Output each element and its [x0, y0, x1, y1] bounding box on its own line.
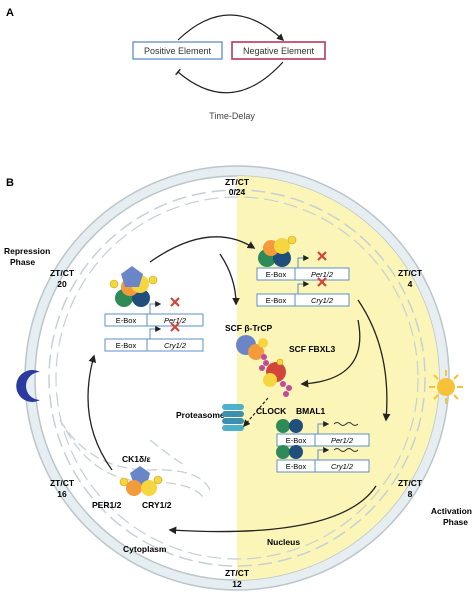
- phospho-icon: [109, 279, 119, 289]
- ebox-cry-active: E-Box Cry1/2: [276, 447, 370, 473]
- svg-text:Repression: Repression: [4, 246, 50, 256]
- clock-bmal-per-cry-complex: [258, 235, 297, 267]
- mrna-icon: [333, 422, 359, 426]
- svg-text:4: 4: [408, 279, 413, 289]
- panel-b-letter: B: [6, 177, 14, 189]
- svg-text:Cry1/2: Cry1/2: [164, 341, 187, 350]
- svg-text:Phase: Phase: [10, 257, 35, 267]
- ebox-per-active: E-Box Per1/2: [276, 421, 370, 447]
- cry-protein-label: CRY1/2: [142, 500, 172, 510]
- svg-text:Cry1/2: Cry1/2: [331, 462, 354, 471]
- svg-text:Per1/2: Per1/2: [331, 436, 354, 445]
- proteasome-label: Proteasome: [176, 410, 225, 420]
- arrow-to-scf-btrcp: [219, 253, 240, 306]
- ebox-per-repressed: E-Box Per1/2: [104, 297, 204, 327]
- bmal-label: BMAL1: [296, 406, 326, 416]
- blocked-x-icon: [317, 277, 327, 287]
- arrow-down-right-side: [357, 299, 391, 422]
- feedback-arrow-top: [177, 14, 285, 41]
- svg-text:E-Box: E-Box: [286, 462, 307, 471]
- negative-element-label: Negative Element: [243, 46, 315, 56]
- phospho-icon: [148, 275, 158, 285]
- svg-text:ZT/CT: ZT/CT: [225, 568, 250, 578]
- svg-text:0/24: 0/24: [229, 187, 246, 197]
- arrow-cytoplasm-up: [87, 354, 113, 471]
- svg-text:ZT/CT: ZT/CT: [225, 177, 250, 187]
- arrow-to-scf-fbxl3: [300, 319, 361, 388]
- zt-left-bottom: ZT/CT 16: [50, 478, 75, 499]
- positive-element-box: Positive Element: [132, 41, 223, 60]
- phospho-icon: [287, 235, 297, 245]
- phospho-icon: [276, 358, 284, 366]
- nucleus-membrane-outer: [48, 189, 426, 567]
- proteasome-icon: [222, 404, 244, 431]
- zt-bottom: ZT/CT 12: [225, 568, 250, 589]
- clock-bmal-complex-1: [276, 419, 303, 433]
- clock-label: CLOCK: [256, 406, 287, 416]
- mrna-icon: [333, 448, 359, 452]
- zt-top: ZT/CT 0/24: [225, 177, 250, 197]
- moon-icon: [16, 370, 40, 402]
- svg-text:Per1/2: Per1/2: [164, 316, 187, 325]
- ebox-cry-repressed: E-Box Cry1/2: [104, 322, 204, 352]
- svg-text:ZT/CT: ZT/CT: [398, 268, 423, 278]
- zt-right: ZT/CT 4: [398, 268, 423, 289]
- nucleus-membrane-inner: [55, 196, 419, 560]
- positive-element-label: Positive Element: [144, 46, 212, 56]
- svg-text:ZT/CT: ZT/CT: [50, 478, 75, 488]
- blocked-x-icon: [170, 322, 180, 332]
- per-protein-label: PER1/2: [92, 500, 122, 510]
- svg-text:E-Box: E-Box: [266, 270, 287, 279]
- blocked-x-icon: [317, 251, 327, 261]
- arrow-nucleus-to-cytoplasm: [168, 485, 377, 535]
- svg-text:E-Box: E-Box: [116, 341, 137, 350]
- nucleus-label: Nucleus: [267, 537, 300, 547]
- scf-fbxl3-label: SCF FBXL3: [289, 344, 336, 354]
- dashed-arrow-to-proteasome: [243, 397, 269, 428]
- negative-element-box: Negative Element: [231, 41, 326, 60]
- scf-btrcp-label: SCF β-TrCP: [225, 323, 273, 333]
- svg-text:Per1/2: Per1/2: [311, 270, 334, 279]
- svg-text:E-Box: E-Box: [286, 436, 307, 445]
- phospho-icon: [119, 477, 129, 487]
- svg-text:12: 12: [232, 579, 242, 589]
- repression-phase-label: Repression Phase: [4, 246, 50, 267]
- activation-phase-label: Activation Phase: [431, 506, 472, 527]
- ebox-per-upper: E-Box Per1/2: [256, 251, 350, 281]
- svg-text:Cry1/2: Cry1/2: [311, 296, 334, 305]
- ck1-per-cry-complex: [119, 466, 163, 496]
- clock-bmal-complex-2: [276, 445, 303, 459]
- cytoplasm-label: Cytoplasm: [123, 544, 167, 554]
- feedback-repression-arc: [175, 61, 284, 94]
- svg-text:E-Box: E-Box: [266, 296, 287, 305]
- phospho-icon: [153, 475, 163, 485]
- svg-text:Phase: Phase: [443, 517, 468, 527]
- svg-text:E-Box: E-Box: [116, 316, 137, 325]
- blocked-x-icon: [170, 297, 180, 307]
- time-delay-label: Time-Delay: [209, 111, 255, 121]
- zt-right-bottom: ZT/CT 8: [398, 478, 423, 499]
- scf-btrcp-complex: [236, 335, 269, 371]
- svg-text:8: 8: [408, 489, 413, 499]
- panel-a-letter: A: [6, 7, 14, 19]
- svg-text:ZT/CT: ZT/CT: [50, 268, 75, 278]
- ebox-cry-upper: E-Box Cry1/2: [256, 277, 350, 307]
- zt-left: ZT/CT 20: [50, 268, 75, 289]
- svg-text:16: 16: [57, 489, 67, 499]
- scf-fbxl3-complex: [263, 358, 292, 397]
- per-cry-repressor-complex: [109, 266, 158, 307]
- svg-text:ZT/CT: ZT/CT: [398, 478, 423, 488]
- sun-icon: [429, 370, 463, 404]
- ck1-label: CK1δ/ε: [122, 454, 151, 464]
- svg-text:20: 20: [57, 279, 67, 289]
- svg-text:Activation: Activation: [431, 506, 472, 516]
- arrow-repression-to-upper: [149, 236, 256, 263]
